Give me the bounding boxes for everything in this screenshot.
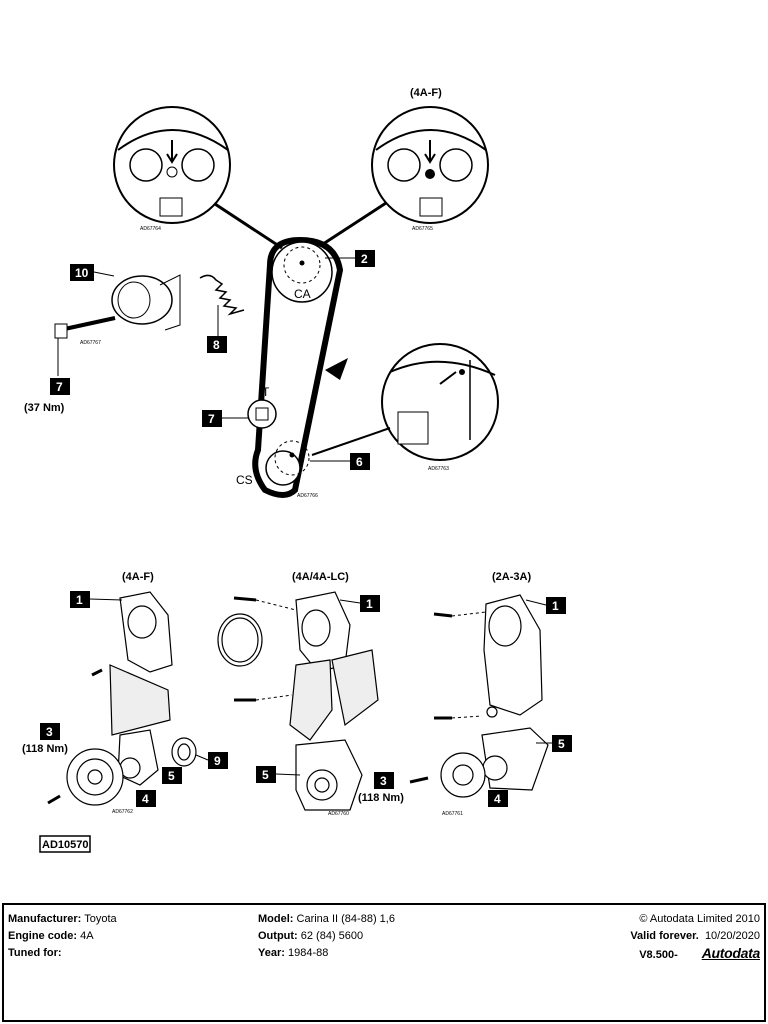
ref-belt: AD67766: [297, 493, 318, 499]
cam-sprocket-label: CA: [294, 287, 311, 301]
diagram-ref-box: [39, 835, 91, 853]
ref-crank-detail: AD67763: [428, 466, 449, 472]
svg-text:10: 10: [75, 266, 89, 280]
cover-set-middle: [217, 591, 429, 811]
ref-tensioner: AD67767: [80, 340, 101, 346]
callout-box: [546, 597, 566, 614]
engine-code-label: Engine code:: [8, 930, 78, 942]
engine-code-value: 4A: [80, 930, 94, 942]
torque-tensioner: (37 Nm): [24, 402, 65, 414]
leader-line: [214, 202, 283, 250]
cover-set-left: [47, 591, 197, 806]
autodata-logo: Autodata: [701, 945, 761, 961]
callout-box: [162, 767, 182, 784]
callout-box: [70, 264, 94, 281]
callout-box: [256, 766, 276, 783]
svg-text:7: 7: [208, 412, 215, 426]
ref-cam-left: AD67764: [140, 226, 161, 232]
manufacturer-label: Manufacturer:: [8, 913, 82, 925]
callout-box: [552, 735, 572, 752]
variant-label-middle: (4A/4A-LC): [292, 571, 349, 583]
ref-cover-left: AD67762: [112, 809, 133, 815]
svg-text:3: 3: [380, 774, 387, 788]
model-value: Carina II (84-88) 1,6: [296, 913, 395, 925]
ref-cover-right: AD67761: [442, 811, 463, 817]
torque-crank-mid: (118 Nm): [358, 792, 404, 804]
callout-box: [136, 790, 156, 807]
manufacturer-value: Toyota: [84, 913, 117, 925]
svg-text:1: 1: [76, 593, 83, 607]
diagram-ref-code: AD10570: [42, 839, 88, 851]
svg-text:2: 2: [361, 252, 368, 266]
tension-spring: [199, 274, 245, 316]
output-value: 62 (84) 5600: [300, 930, 364, 942]
valid-label: Valid forever.: [630, 930, 699, 942]
callout-box: [360, 595, 380, 612]
variant-label-right: (2A-3A): [492, 571, 531, 583]
callout-box: [208, 752, 228, 769]
cover-set-right: [433, 594, 549, 798]
leader-line: [311, 427, 391, 456]
svg-text:6: 6: [356, 455, 363, 469]
variant-label-left: (4A-F): [122, 571, 154, 583]
timing-belt: [252, 236, 344, 498]
callout-box: [40, 723, 60, 740]
tensioner-assembly: AD67767: [54, 274, 181, 346]
svg-text:9: 9: [214, 754, 221, 768]
rotation-arrow-icon: [325, 358, 348, 380]
cam-detail-left: AD67764: [113, 106, 231, 232]
svg-text:1: 1: [552, 599, 559, 613]
callout-box: [350, 453, 370, 470]
svg-text:4: 4: [494, 792, 501, 806]
valid-date: 10/20/2020: [704, 930, 760, 942]
timing-belt-diagram: (4A-F) AD67764 AD67765 CA CS AD67766 T: [22, 87, 572, 853]
crank-sprocket-label: CS: [236, 473, 253, 487]
ref-cam-right: AD67765: [412, 226, 433, 232]
year-value: 1984-88: [287, 947, 329, 959]
model-label: Model:: [258, 913, 294, 925]
callout-box: [70, 591, 90, 608]
version: V8.500-: [639, 949, 678, 961]
svg-text:5: 5: [262, 768, 269, 782]
svg-text:7: 7: [56, 380, 63, 394]
camshaft-sprocket: [271, 241, 333, 303]
callout-box: [374, 772, 394, 789]
output-label: Output:: [258, 930, 298, 942]
svg-text:8: 8: [213, 338, 220, 352]
svg-text:5: 5: [558, 737, 565, 751]
crank-detail: AD67763: [381, 343, 499, 472]
svg-text:1: 1: [366, 597, 373, 611]
leader-line: [319, 201, 387, 248]
year-label: Year:: [258, 947, 285, 959]
svg-text:5: 5: [168, 769, 175, 783]
callout-box: [202, 410, 222, 427]
svg-text:4: 4: [142, 792, 149, 806]
cam-detail-right: AD67765: [371, 106, 489, 232]
svg-text:3: 3: [46, 725, 53, 739]
torque-crank-left: (118 Nm): [22, 743, 68, 755]
crankshaft-sprocket: [265, 450, 301, 486]
callout-box: [50, 378, 70, 395]
tuned-for-label: Tuned for:: [8, 947, 62, 959]
info-footer: Manufacturer: Toyota Model: Carina II (8…: [2, 903, 766, 1022]
top-variant-label: (4A-F): [410, 87, 442, 99]
copyright: © Autodata Limited 2010: [639, 913, 760, 925]
callout-box: [488, 790, 508, 807]
callout-box: [355, 250, 375, 267]
tensioner-label: T: [262, 385, 270, 399]
callout-box: [207, 336, 227, 353]
ref-cover-mid: AD67760: [328, 811, 349, 817]
